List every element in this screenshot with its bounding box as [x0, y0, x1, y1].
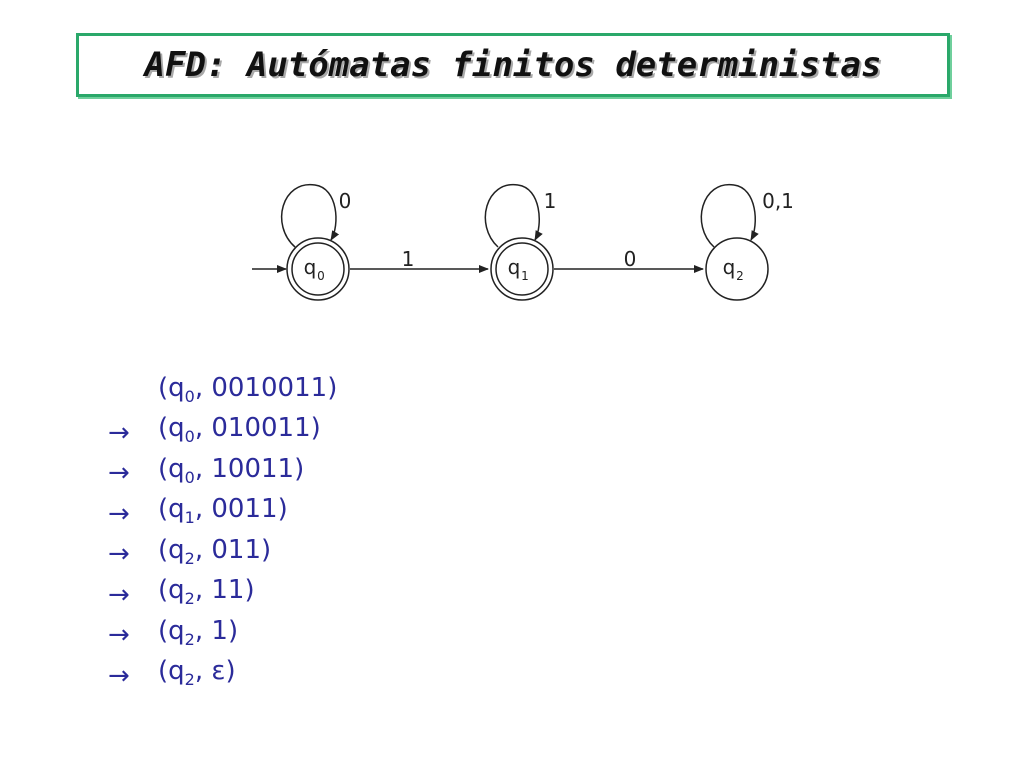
- self-loop-q2-label: 0,1: [762, 189, 794, 213]
- trace-config: (q0, 0010011): [158, 372, 338, 406]
- trace-step: → (q0, 10011): [108, 453, 337, 494]
- trace-config: (q2, ε): [158, 656, 236, 689]
- state-q0: q 0: [286, 237, 350, 301]
- trace-config: (q2, 11): [158, 575, 255, 608]
- automaton-diagram: q 0 q 1 q 2 1 0 0 1 0,1: [252, 184, 794, 301]
- trace-config: (q0, 010011): [158, 413, 321, 446]
- trace-config: (q1, 0011): [158, 494, 288, 527]
- trace-step: → (q2, 011): [108, 534, 337, 575]
- state-q0-sub: 0: [317, 269, 325, 283]
- state-q2-sub: 2: [736, 269, 744, 283]
- trace-step: → (q2, ε): [108, 656, 337, 697]
- yields-arrow-icon: →: [108, 579, 130, 610]
- state-q2-label: q: [723, 255, 736, 279]
- self-loop-q1-label: 1: [544, 189, 557, 213]
- self-loop-q0-label: 0: [339, 189, 352, 213]
- title-box: AFD: Autómatas finitos deterministas: [76, 33, 950, 97]
- transition-q0-q1-label: 1: [402, 247, 415, 271]
- yields-arrow-icon: →: [108, 417, 130, 448]
- trace-step: → (q2, 11): [108, 575, 337, 616]
- self-loop-q2: [700, 184, 759, 248]
- yields-arrow-icon: →: [108, 458, 130, 488]
- state-q0-label: q: [304, 255, 317, 279]
- self-loop-q0: [280, 184, 340, 248]
- trace-step: → (q1, 0011): [108, 494, 337, 535]
- state-q1-sub: 1: [521, 269, 529, 283]
- page-title: AFD: Autómatas finitos deterministas: [144, 45, 882, 85]
- yields-arrow-icon: →: [108, 539, 130, 569]
- state-q1-label: q: [508, 255, 521, 279]
- yields-arrow-icon: →: [108, 620, 130, 650]
- self-loop-q1: [484, 184, 543, 248]
- trace-config: (q2, 011): [158, 534, 272, 568]
- trace-step: → (q0, 010011): [108, 413, 337, 454]
- state-q1: q 1: [490, 237, 554, 301]
- trace-config: (q0, 10011): [158, 453, 305, 487]
- transition-q1-q2-label: 0: [624, 247, 637, 271]
- trace-config: (q2, 1): [158, 615, 239, 649]
- yields-arrow-icon: →: [108, 498, 130, 529]
- trace-step: → (q2, 1): [108, 615, 337, 656]
- state-q2: q 2: [705, 237, 769, 301]
- yields-arrow-icon: →: [108, 660, 130, 691]
- computation-trace: (q0, 0010011) → (q0, 010011) → (q0, 1001…: [108, 372, 337, 696]
- trace-step: (q0, 0010011): [108, 372, 337, 413]
